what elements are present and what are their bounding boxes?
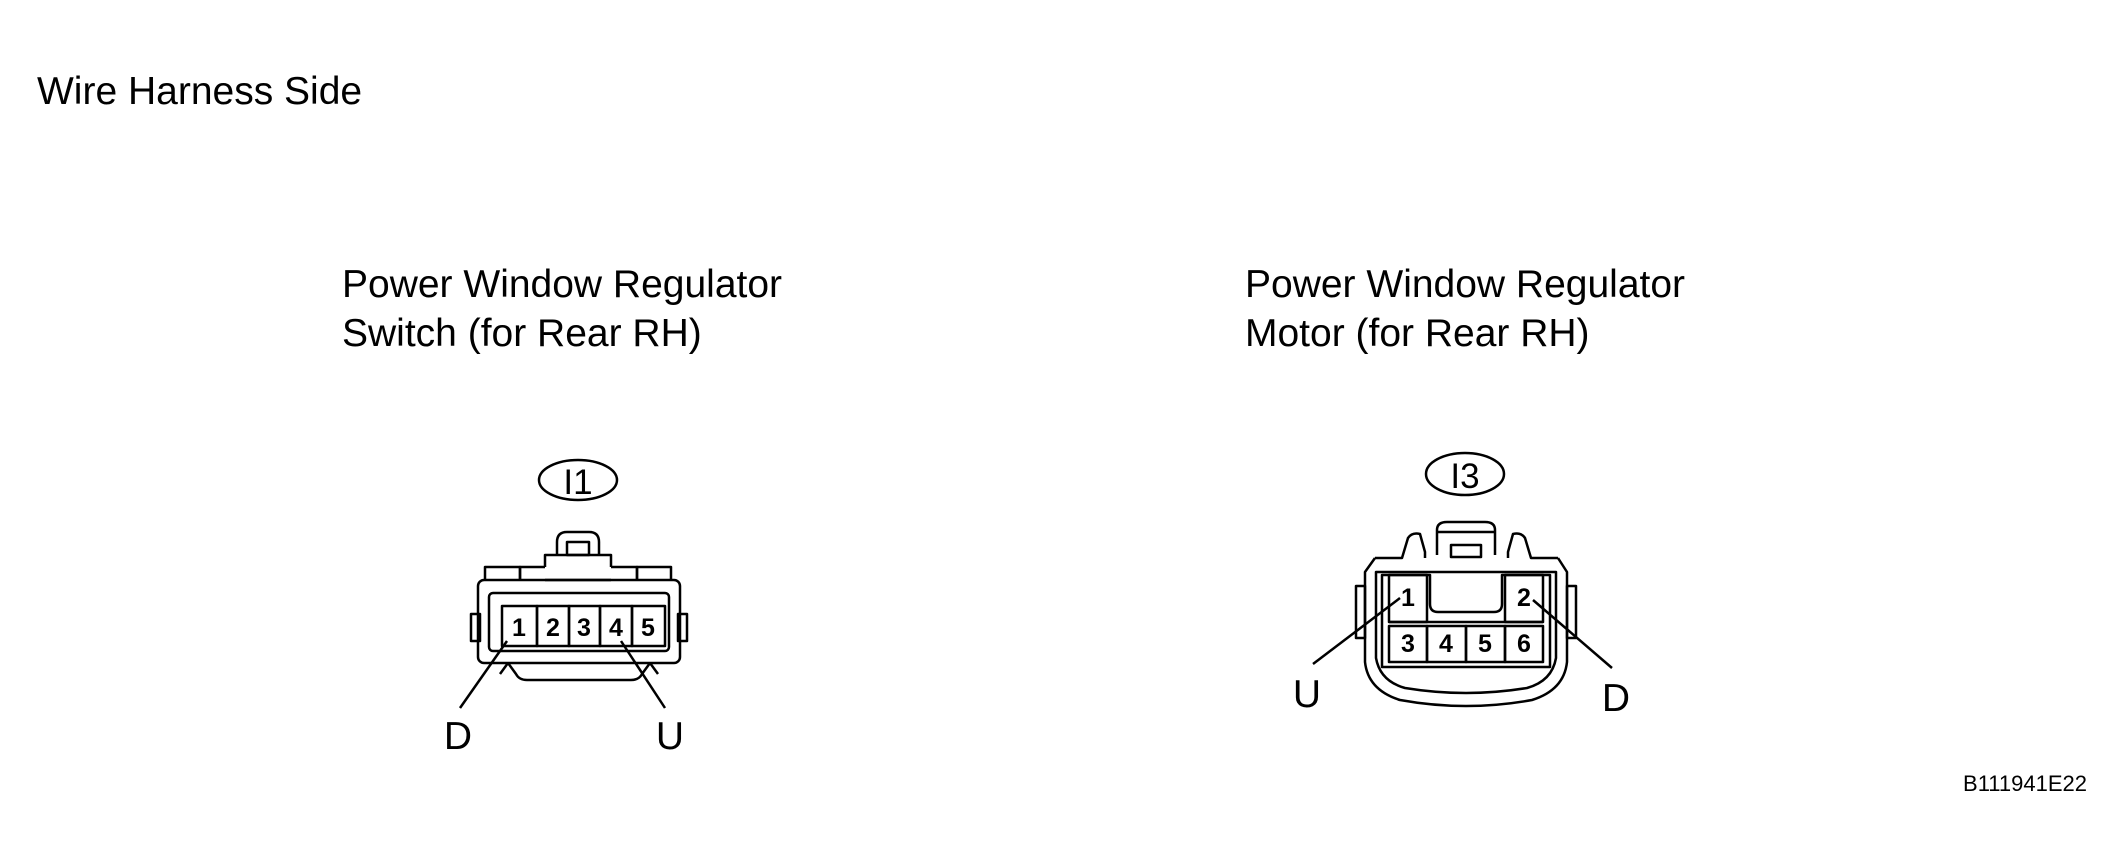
switch-housing bbox=[476, 578, 682, 665]
switch-title-line-2: Switch (for Rear RH) bbox=[342, 312, 702, 355]
switch-connector: I1 1 2 3 4 5 bbox=[444, 458, 689, 758]
switch-code-oval bbox=[537, 458, 619, 502]
switch-title-line-1: Power Window Regulator bbox=[342, 263, 783, 306]
switch-pin-5 bbox=[630, 604, 667, 648]
figure-reference-code: B111941E22 bbox=[1963, 771, 2087, 796]
switch-connector-title: Power Window Regulator Switch (for Rear … bbox=[342, 260, 782, 358]
motor-pin-1-label: 1 bbox=[1401, 584, 1415, 612]
switch-pin-4-label: 4 bbox=[609, 614, 623, 642]
switch-lock-tab bbox=[555, 530, 601, 555]
motor-connector-title: Power Window Regulator Motor (for Rear R… bbox=[1245, 260, 1685, 358]
motor-callout-line-u bbox=[1312, 597, 1401, 665]
switch-pin-3-label: 3 bbox=[577, 614, 591, 642]
motor-cavity bbox=[1380, 573, 1552, 669]
switch-pin-2-label: 2 bbox=[546, 614, 560, 642]
switch-callout-d: D bbox=[444, 715, 472, 758]
motor-callout-d: D bbox=[1602, 677, 1630, 720]
switch-callout-u: U bbox=[656, 715, 684, 758]
motor-housing bbox=[1363, 557, 1569, 708]
motor-housing-top bbox=[1375, 532, 1558, 560]
motor-connector: I3 1 2 3 4 5 6 bbox=[1293, 451, 1630, 720]
switch-pin-5-label: 5 bbox=[641, 614, 655, 642]
switch-code-label: I1 bbox=[563, 463, 592, 502]
motor-pin-2-label: 2 bbox=[1517, 584, 1531, 612]
motor-pin-6-label: 6 bbox=[1517, 630, 1531, 658]
motor-callout-line-d bbox=[1532, 599, 1613, 669]
motor-callout-u: U bbox=[1293, 673, 1321, 716]
motor-code-label: I3 bbox=[1450, 457, 1479, 496]
motor-title-line-1: Power Window Regulator bbox=[1245, 263, 1686, 306]
motor-pin-3-label: 3 bbox=[1401, 630, 1415, 658]
switch-callout-line-u bbox=[619, 640, 667, 709]
motor-title-line-2: Motor (for Rear RH) bbox=[1245, 312, 1590, 355]
motor-lock-tab bbox=[1435, 520, 1497, 555]
motor-pin-6 bbox=[1503, 624, 1545, 664]
switch-callout-line-d bbox=[458, 640, 509, 709]
motor-pin-5-label: 5 bbox=[1478, 630, 1492, 658]
motor-code-oval bbox=[1424, 451, 1506, 497]
page-title: Wire Harness Side bbox=[37, 70, 363, 113]
motor-pin-4-label: 4 bbox=[1439, 630, 1453, 658]
switch-pin-1-label: 1 bbox=[512, 614, 526, 642]
